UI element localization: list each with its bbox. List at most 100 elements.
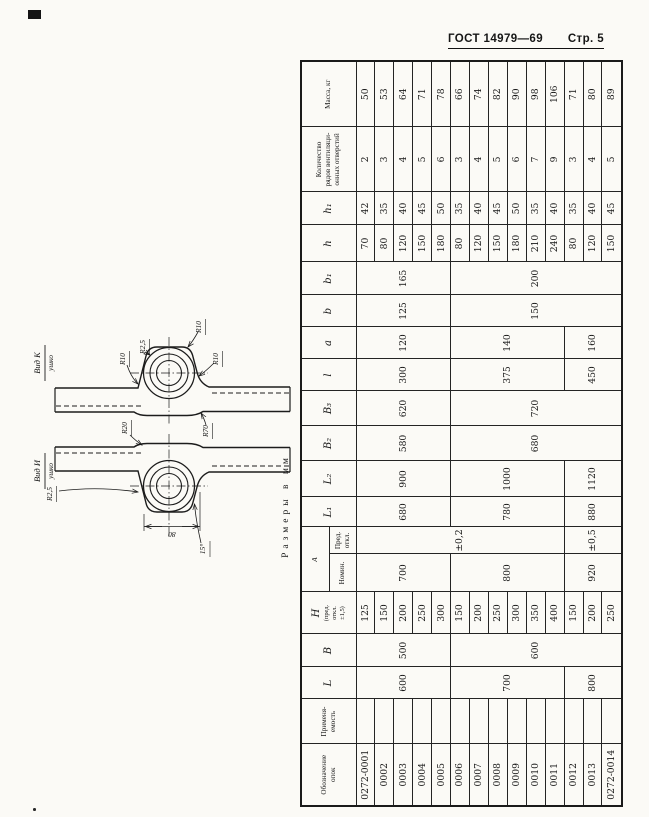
col-h1: h₁ — [301, 191, 356, 225]
cell-h1: 40 — [583, 191, 602, 225]
dimension-80-label: 80 — [168, 530, 176, 539]
page-number: Стр. 5 — [567, 33, 604, 45]
leader-line — [201, 413, 207, 426]
cell-H: 125 — [356, 592, 375, 634]
cell-L: 800 — [564, 667, 622, 699]
cell-mass: 74 — [469, 60, 489, 127]
cell-vents: 9 — [545, 126, 565, 192]
cell-usage — [412, 699, 432, 744]
view-i-title: Вид И — [32, 459, 42, 482]
cell-a: 120 — [356, 326, 451, 359]
cell-h: 150 — [601, 224, 622, 262]
cell-mark: 0005 — [431, 744, 451, 806]
col-L: L — [301, 667, 356, 699]
cell-H: 150 — [450, 592, 470, 634]
cell-mass: 71 — [564, 60, 584, 127]
cell-h1: 50 — [431, 191, 451, 225]
cell-l: 450 — [564, 358, 622, 391]
cell-mark: 0002 — [374, 744, 394, 806]
cell-B3: 620 — [356, 390, 451, 426]
cell-h1: 45 — [488, 191, 508, 225]
cell-mark: 0009 — [507, 744, 527, 806]
cell-A_nom: 920 — [564, 554, 622, 592]
cell-mark: 0006 — [450, 744, 470, 806]
cell-mass: 90 — [507, 60, 527, 127]
col-L2: L₂ — [301, 460, 356, 497]
cell-A_nom: 800 — [450, 554, 565, 592]
cell-vents: 5 — [601, 126, 622, 192]
col-H: H(пред. откл. ±1,5) — [301, 592, 356, 634]
cell-vents: 4 — [583, 126, 602, 192]
cell-mark: 0272-0014 — [601, 744, 622, 806]
cell-L1: 780 — [450, 496, 565, 527]
cell-vents: 7 — [526, 126, 546, 192]
cell-H: 300 — [507, 592, 527, 634]
cell-H: 350 — [526, 592, 546, 634]
cell-H: 250 — [488, 592, 508, 634]
cell-L: 700 — [450, 667, 565, 699]
cell-h1: 35 — [450, 191, 470, 225]
cell-l: 300 — [356, 358, 451, 391]
scan-artifact-dot — [33, 808, 36, 811]
cell-h: 240 — [545, 224, 565, 262]
view-k-title: Вид К — [32, 351, 42, 374]
cell-h: 180 — [431, 224, 451, 262]
cell-h1: 45 — [601, 191, 622, 225]
cell-H: 250 — [601, 592, 622, 634]
cell-usage — [545, 699, 565, 744]
cell-h1: 50 — [507, 191, 527, 225]
leader-line — [199, 362, 215, 376]
cell-usage — [583, 699, 602, 744]
cell-usage — [526, 699, 546, 744]
cell-L1: 680 — [356, 496, 451, 527]
cell-l: 375 — [450, 358, 565, 391]
cell-h: 80 — [564, 224, 584, 262]
radius-label: R70 — [201, 425, 210, 438]
cell-h: 150 — [488, 224, 508, 262]
cell-B: 500 — [356, 634, 451, 667]
cell-H: 250 — [412, 592, 432, 634]
table-title: Размеры в мм — [281, 454, 291, 558]
radius-label: R10 — [211, 353, 220, 366]
cell-usage — [507, 699, 527, 744]
cell-b1: 200 — [450, 261, 622, 295]
cell-H: 200 — [583, 592, 602, 634]
cell-L1: 880 — [564, 496, 622, 527]
cell-mark: 0004 — [412, 744, 432, 806]
cell-mark: 0272-0001 — [356, 744, 375, 806]
cell-h1: 40 — [545, 191, 565, 225]
cell-vents: 4 — [469, 126, 489, 192]
cell-mass: 89 — [601, 60, 622, 127]
col-B2: B₂ — [301, 425, 356, 461]
cell-vents: 3 — [450, 126, 470, 192]
registration-mark — [28, 10, 41, 19]
table-title-wrap: Размеры в мм — [281, 375, 299, 637]
cell-h1: 40 — [393, 191, 413, 225]
col-a: a — [301, 326, 356, 359]
cell-h1: 42 — [356, 191, 375, 225]
cell-H: 200 — [469, 592, 489, 634]
cell-H: 150 — [374, 592, 394, 634]
col-A_dev: Пред. откл. — [329, 526, 356, 554]
cell-mass: 80 — [583, 60, 602, 127]
cell-L2: 900 — [356, 460, 451, 497]
cell-h: 80 — [374, 224, 394, 262]
cell-h: 120 — [393, 224, 413, 262]
radius-label: R10 — [118, 353, 127, 366]
cell-mass: 64 — [393, 60, 413, 127]
radius-label: R2,5 — [138, 340, 147, 355]
cell-mass: 53 — [374, 60, 394, 127]
cell-B: 600 — [450, 634, 622, 667]
cell-vents: 6 — [507, 126, 527, 192]
view-i-subtitle: ушко — [46, 463, 55, 480]
cell-B2: 580 — [356, 425, 451, 461]
cell-usage — [450, 699, 470, 744]
cell-mark: 0003 — [393, 744, 413, 806]
cell-vents: 2 — [356, 126, 375, 192]
view-k-subtitle: ушко — [46, 355, 55, 372]
cell-usage — [488, 699, 508, 744]
cell-a: 160 — [564, 326, 622, 359]
cell-H: 150 — [564, 592, 584, 634]
